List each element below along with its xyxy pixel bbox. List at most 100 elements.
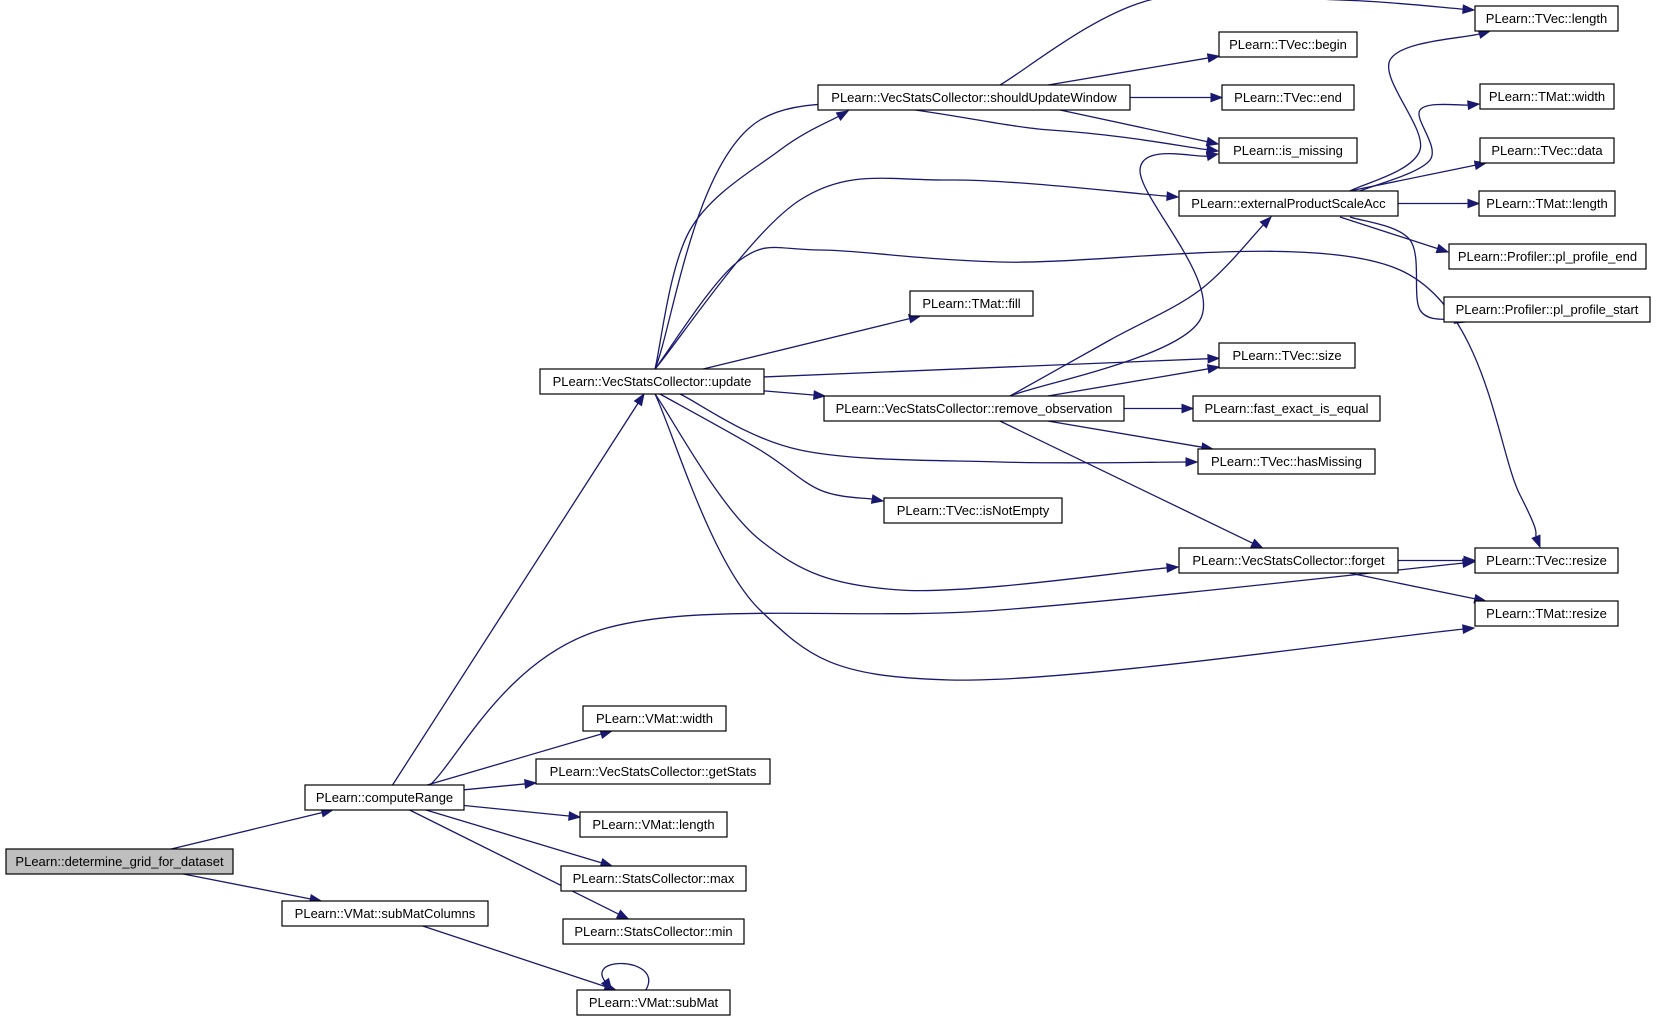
node-determine_grid[interactable]: PLearn::determine_grid_for_dataset <box>5 848 234 875</box>
node-box <box>535 758 771 785</box>
node-remove_observation[interactable]: PLearn::VecStatsCollector::remove_observ… <box>823 395 1125 422</box>
node-tmat_width[interactable]: PLearn::TMat::width <box>1479 83 1615 110</box>
edge-line <box>654 103 1209 370</box>
edge-shouldUpdateWindow-to-tvec_length <box>999 0 1476 86</box>
node-computeRange[interactable]: PLearn::computeRange <box>304 784 465 811</box>
edge-externalProductScaleAcc-to-pl_profile_end <box>1339 216 1450 254</box>
edge-remove_observation-to-externalProductScaleAcc <box>1009 215 1272 397</box>
node-label: PLearn::TVec::end <box>1234 90 1342 105</box>
node-tvec_data[interactable]: PLearn::TVec::data <box>1479 137 1615 164</box>
edge-externalProductScaleAcc-to-tmat_length <box>1398 198 1481 209</box>
node-tmat_resize[interactable]: PLearn::TMat::resize <box>1474 600 1619 627</box>
node-tvec_end[interactable]: PLearn::TVec::end <box>1221 84 1355 111</box>
edge-remove_observation-to-fast_exact_is_equal <box>1124 403 1195 414</box>
edge-update-to-forget <box>654 393 1180 592</box>
edge-line <box>659 393 874 500</box>
edge-line <box>1359 103 1470 192</box>
edge-remove_observation-to-hasMissing <box>1047 420 1215 452</box>
edge-line <box>463 804 571 817</box>
edge-line <box>654 115 840 370</box>
node-box <box>1478 190 1616 217</box>
node-box <box>304 784 465 811</box>
arrowhead-icon <box>524 779 538 789</box>
edge-line <box>409 809 620 916</box>
node-box <box>817 84 1131 111</box>
edge-forget-to-tvec_resize <box>1398 555 1477 566</box>
node-label: PLearn::fast_exact_is_equal <box>1204 401 1368 416</box>
node-box <box>1221 84 1355 111</box>
node-box <box>909 290 1034 317</box>
edge-forget-to-tmat_resize <box>1349 572 1488 604</box>
node-label: PLearn::determine_grid_for_dataset <box>15 854 224 869</box>
node-label: PLearn::TMat::width <box>1489 89 1605 104</box>
edge-line <box>1009 152 1209 397</box>
node-box <box>1218 137 1358 164</box>
node-label: PLearn::VecStatsCollector::update <box>553 374 752 389</box>
arrowhead-icon <box>1207 353 1221 364</box>
edge-update-to-shouldUpdateWindow <box>654 110 850 370</box>
edge-update-to-externalProductScaleAcc <box>654 177 1180 370</box>
node-label: PLearn::TMat::length <box>1486 196 1607 211</box>
edge-line <box>654 246 1538 538</box>
edge-line <box>183 873 312 900</box>
edge-externalProductScaleAcc-to-tmat_width <box>1359 100 1481 192</box>
node-box <box>1178 190 1399 217</box>
arrowhead-icon <box>835 110 850 121</box>
node-isNotEmpty[interactable]: PLearn::TVec::isNotEmpty <box>883 497 1063 524</box>
node-tvec_begin[interactable]: PLearn::TVec::begin <box>1218 31 1358 58</box>
node-label: PLearn::is_missing <box>1233 143 1343 158</box>
edge-remove_observation-to-tvec_size <box>1047 364 1221 397</box>
edge-line <box>601 962 650 991</box>
node-tvec_size[interactable]: PLearn::TVec::size <box>1218 342 1356 369</box>
node-label: PLearn::VecStatsCollector::shouldUpdateW… <box>831 90 1117 105</box>
edge-line <box>999 0 1465 86</box>
arrowhead-icon <box>568 811 582 821</box>
node-subMat[interactable]: PLearn::VMat::subMat <box>576 989 731 1016</box>
node-box <box>1479 83 1615 110</box>
node-getStats[interactable]: PLearn::VecStatsCollector::getStats <box>535 758 771 785</box>
node-shouldUpdateWindow[interactable]: PLearn::VecStatsCollector::shouldUpdateW… <box>817 84 1131 111</box>
node-label: PLearn::VecStatsCollector::getStats <box>550 764 757 779</box>
node-label: PLearn::TMat::resize <box>1486 606 1607 621</box>
edge-update-to-tvec_resize <box>654 246 1541 549</box>
node-forget[interactable]: PLearn::VecStatsCollector::forget <box>1178 547 1399 574</box>
node-pl_profile_end[interactable]: PLearn::Profiler::pl_profile_end <box>1448 243 1647 270</box>
node-label: PLearn::TMat::fill <box>922 296 1020 311</box>
edge-line <box>654 177 1169 370</box>
node-fast_exact_is_equal[interactable]: PLearn::fast_exact_is_equal <box>1192 395 1381 422</box>
node-tmat_fill[interactable]: PLearn::TMat::fill <box>909 290 1034 317</box>
node-vmat_length[interactable]: PLearn::VMat::length <box>579 811 728 838</box>
arrowhead-icon <box>1205 144 1220 155</box>
node-sc_min[interactable]: PLearn::StatsCollector::min <box>562 918 745 945</box>
node-subMatColumns[interactable]: PLearn::VMat::subMatColumns <box>281 900 489 927</box>
edge-line <box>1009 223 1265 397</box>
node-externalProductScaleAcc[interactable]: PLearn::externalProductScaleAcc <box>1178 190 1399 217</box>
node-label: PLearn::VMat::subMat <box>589 995 719 1010</box>
edge-line <box>703 317 911 370</box>
node-box <box>1443 296 1651 323</box>
edge-line <box>654 393 1169 592</box>
node-vmat_width[interactable]: PLearn::VMat::width <box>582 705 727 732</box>
node-tvec_length[interactable]: PLearn::TVec::length <box>1474 5 1619 32</box>
arrowhead-icon <box>1166 191 1180 202</box>
node-label: PLearn::VMat::subMatColumns <box>295 906 476 921</box>
node-label: PLearn::VMat::length <box>592 817 714 832</box>
node-pl_profile_start[interactable]: PLearn::Profiler::pl_profile_start <box>1443 296 1651 323</box>
arrowhead-icon <box>1463 555 1477 566</box>
node-is_missing[interactable]: PLearn::is_missing <box>1218 137 1358 164</box>
node-label: PLearn::TVec::data <box>1491 143 1603 158</box>
node-hasMissing[interactable]: PLearn::TVec::hasMissing <box>1197 448 1376 475</box>
edge-line <box>1349 216 1457 321</box>
edge-shouldUpdateWindow-to-tvec_end <box>1130 92 1224 103</box>
node-box <box>883 497 1063 524</box>
arrowhead-icon <box>1205 136 1220 147</box>
node-box <box>1197 448 1376 475</box>
edge-line <box>1349 572 1476 600</box>
node-sc_max[interactable]: PLearn::StatsCollector::max <box>560 865 747 892</box>
edge-line <box>425 809 603 864</box>
edge-computeRange-to-update <box>391 392 645 786</box>
edge-update-to-remove_observation <box>763 390 827 400</box>
node-update[interactable]: PLearn::VecStatsCollector::update <box>539 368 765 395</box>
node-tmat_length[interactable]: PLearn::TMat::length <box>1478 190 1616 217</box>
node-tvec_resize[interactable]: PLearn::TVec::resize <box>1474 547 1619 574</box>
